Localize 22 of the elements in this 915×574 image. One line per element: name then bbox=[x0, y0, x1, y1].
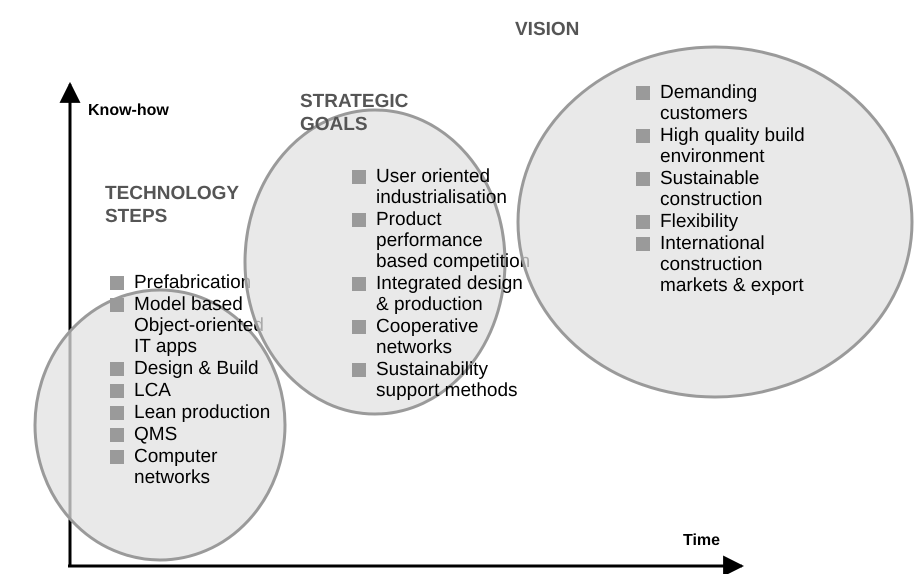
list-item: Flexibility bbox=[660, 211, 738, 232]
list-item: Prefabrication bbox=[134, 272, 252, 293]
list-item: Model based Object-oriented IT apps bbox=[134, 294, 264, 357]
list-item: Computer networks bbox=[134, 446, 218, 488]
list-item: Cooperative networks bbox=[376, 316, 478, 358]
list-item: High quality build environment bbox=[660, 125, 805, 167]
list-item: QMS bbox=[134, 424, 178, 445]
list-item: Sustainability support methods bbox=[376, 359, 518, 401]
list-item: Design & Build bbox=[134, 358, 259, 379]
group-heading: VISION bbox=[515, 18, 580, 41]
list-item: Product performance based competition bbox=[376, 209, 530, 272]
list-item: LCA bbox=[134, 380, 171, 401]
group-heading: STRATEGIC GOALS bbox=[300, 90, 410, 136]
list-item: User oriented industrialisation bbox=[376, 166, 507, 208]
axis-label: Know-how bbox=[88, 102, 169, 120]
list-item: Lean production bbox=[134, 402, 270, 423]
axis-label: Time bbox=[683, 532, 720, 550]
group-heading: TECHNOLOGY STEPS bbox=[105, 182, 240, 228]
list-item: International construction markets & export bbox=[660, 233, 804, 296]
list-item: Sustainable construction bbox=[660, 168, 762, 210]
list-item: Demanding customers bbox=[660, 82, 758, 124]
list-item: Integrated design & production bbox=[376, 273, 523, 315]
